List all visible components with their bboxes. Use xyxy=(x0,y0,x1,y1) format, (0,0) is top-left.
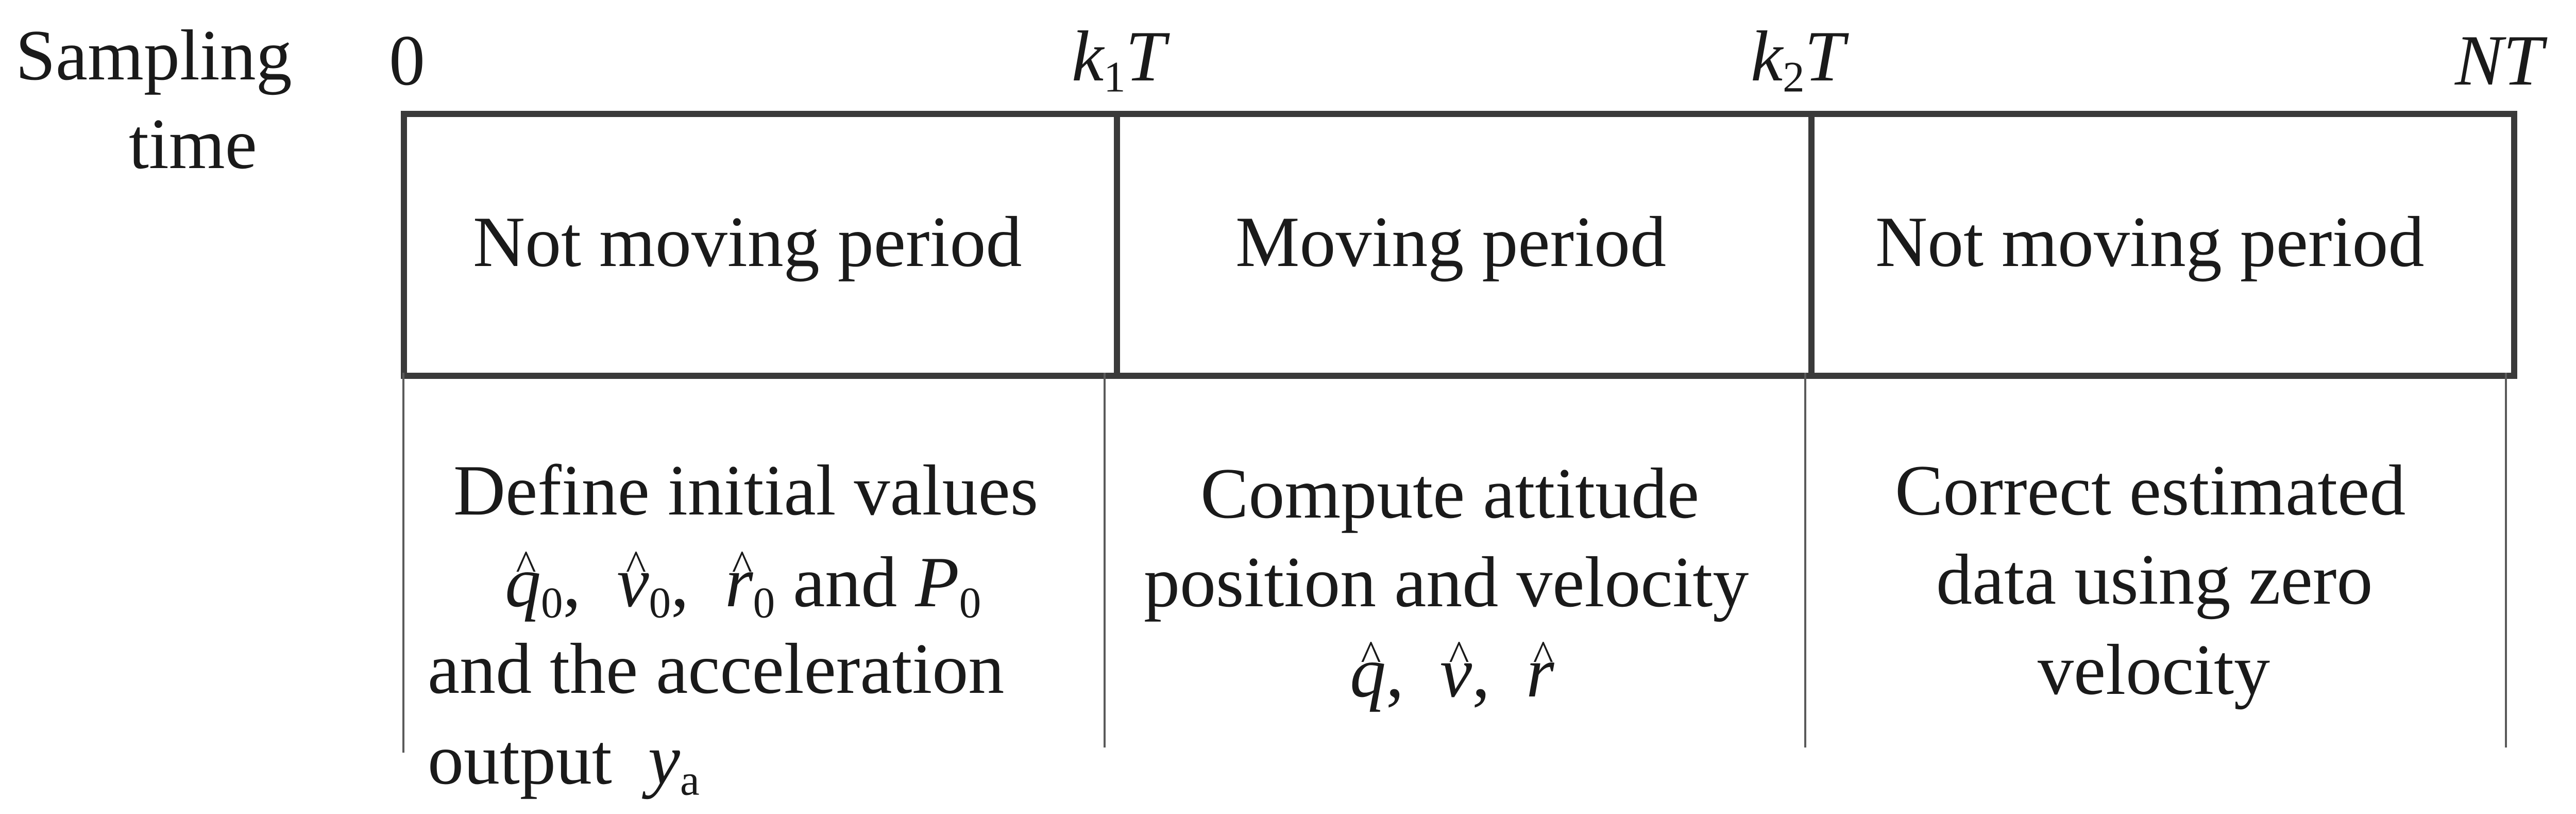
guide-line-k2T xyxy=(1804,373,1806,747)
desc1-line4: output ya xyxy=(428,720,700,805)
tick-label-k2T: k2T xyxy=(1751,16,1845,102)
q-hat: q xyxy=(505,546,541,619)
period-box-2 xyxy=(1101,111,1815,379)
tick-label-NT: NT xyxy=(2455,21,2544,101)
guide-line-k1T xyxy=(1104,373,1106,747)
desc2-line3: q, v, r xyxy=(1350,637,1554,709)
desc3-line1: Correct estimated xyxy=(1895,451,2406,530)
desc1-line2: q0, v0, r0 and P0 xyxy=(505,546,981,625)
period-box-1 xyxy=(401,111,1120,379)
desc3-line3: velocity xyxy=(2038,630,2270,710)
axis-label-line2: time xyxy=(129,104,257,184)
desc3-line2: data using zero xyxy=(1936,540,2373,620)
desc1-line3: and the acceleration xyxy=(428,629,1005,709)
axis-label-line1: Sampling xyxy=(15,15,292,95)
guide-line-NT xyxy=(2505,373,2507,747)
desc1-line1: Define initial values xyxy=(453,451,1039,530)
desc2-line1: Compute attitude xyxy=(1200,454,1700,534)
tick-label-k1T: k1T xyxy=(1072,16,1166,102)
tick-label-0: 0 xyxy=(389,21,425,101)
guide-line-0 xyxy=(402,373,404,753)
desc2-line2: position and velocity xyxy=(1144,542,1749,622)
v-hat: v xyxy=(617,546,649,619)
period-label-3: Not moving period xyxy=(1875,202,2425,282)
period-box-3 xyxy=(1802,111,2517,379)
period-label-2: Moving period xyxy=(1235,202,1667,282)
r-hat: r xyxy=(725,546,753,619)
period-label-1: Not moving period xyxy=(473,202,1022,282)
